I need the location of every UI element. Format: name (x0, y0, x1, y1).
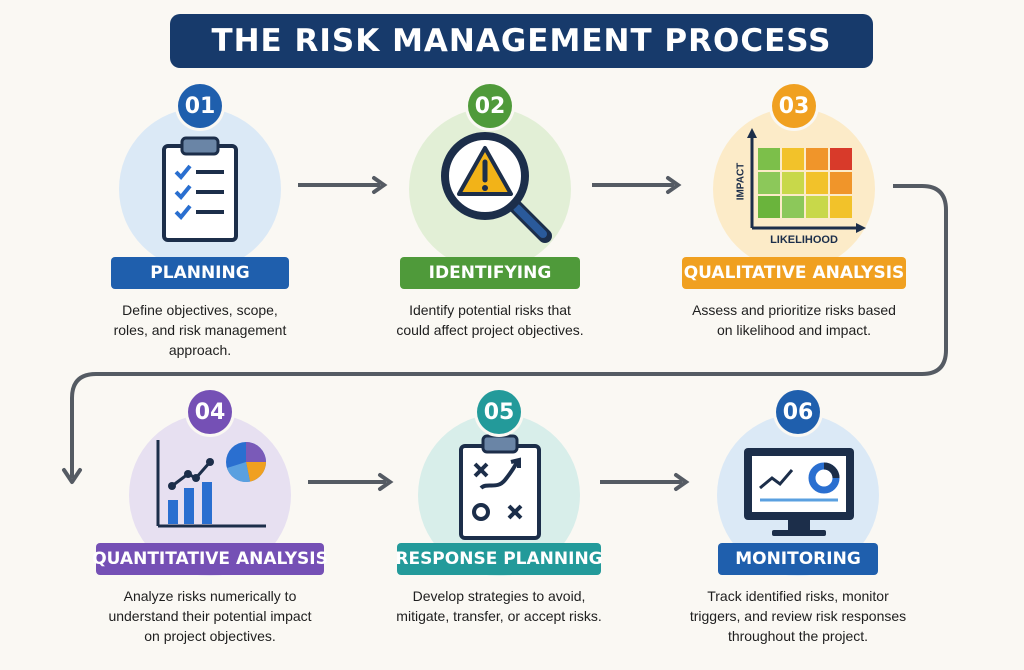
step-label: PLANNING (111, 257, 289, 289)
arrow-right-icon (306, 472, 398, 492)
matrix-x-label: LIKELIHOOD (770, 234, 838, 246)
desc-line: mitigate, transfer, or accept risks. (396, 608, 602, 624)
step-label: QUALITATIVE ANALYSIS (682, 257, 906, 289)
matrix-y-label: IMPACT (735, 162, 747, 201)
page-title: THE RISK MANAGEMENT PROCESS (211, 23, 832, 59)
desc-line: Track identified risks, monitor (707, 588, 889, 604)
desc-line: Analyze risks numerically to (123, 588, 297, 604)
step-number-badge: 04 (188, 390, 232, 434)
step-number-badge: 01 (178, 84, 222, 128)
step-number-badge: 05 (477, 390, 521, 434)
desc-line: on project objectives. (144, 628, 276, 644)
arrow-right-icon (598, 472, 694, 492)
desc-line: triggers, and review risk responses (689, 608, 907, 624)
arrow-right-icon (296, 175, 392, 195)
step-number-badge: 06 (776, 390, 820, 434)
step-number-badge: 02 (468, 84, 512, 128)
desc-line: understand their potential impact (108, 608, 312, 624)
magnifier-warning-icon (435, 126, 560, 251)
step-label: RESPONSE PLANNING (395, 543, 603, 575)
arrow-right-icon (590, 175, 686, 195)
clipboard-checklist-icon (160, 134, 240, 244)
step-number-badge: 03 (772, 84, 816, 128)
desc-line: throughout the project. (727, 628, 869, 644)
step-description: Track identified risks, monitor triggers… (648, 586, 948, 646)
title-banner: THE RISK MANAGEMENT PROCESS (170, 14, 873, 68)
risk-matrix-icon (726, 128, 866, 250)
step-label: MONITORING (718, 543, 878, 575)
step-description: Develop strategies to avoid, mitigate, t… (349, 586, 649, 626)
step-label: IDENTIFYING (400, 257, 580, 289)
step-label: QUANTITATIVE ANALYSIS (92, 543, 328, 575)
desc-line: Develop strategies to avoid, (412, 588, 586, 604)
step-description: Analyze risks numerically to understand … (60, 586, 360, 646)
monitor-dashboard-icon (740, 444, 858, 542)
strategy-clipboard-icon (457, 432, 543, 542)
bar-pie-chart-icon (154, 436, 270, 532)
